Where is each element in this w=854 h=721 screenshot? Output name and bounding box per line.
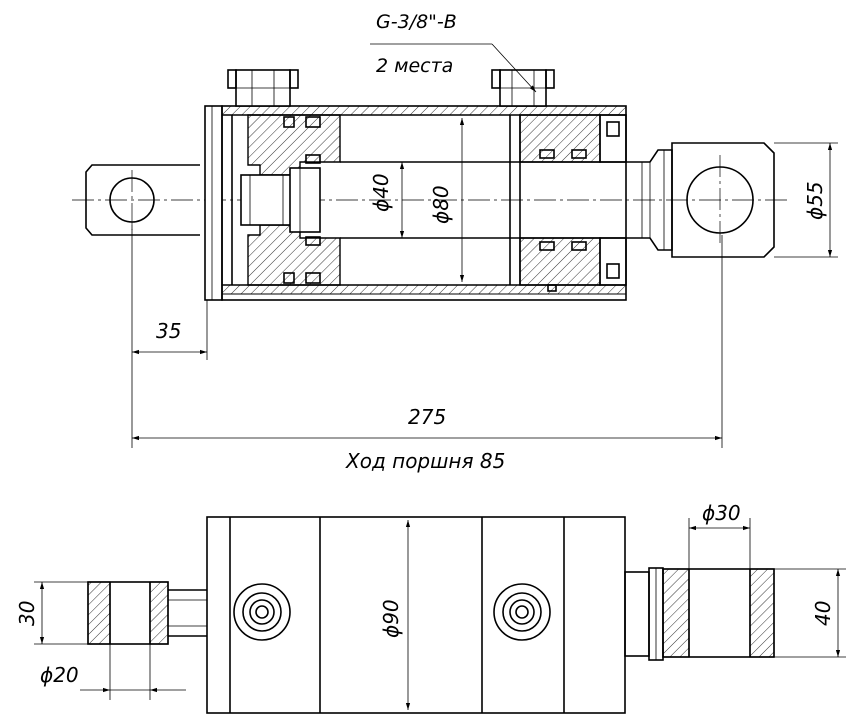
stroke-label: Ход поршня 85 [345,449,505,473]
dim-40: 40 [811,601,835,626]
places-label: 2 места [376,55,453,77]
front-section-view: ϕ40 ϕ80 ϕ55 G-3/8"-B 2 места 35 275 Ход … [72,11,838,473]
port-front [491,69,555,107]
rod-end-top [624,567,775,661]
dim-d20: ϕ20 [40,663,79,687]
dim-d40: ϕ40 [369,173,393,212]
thread-label: G-3/8"-B [376,11,457,33]
rod-gland [509,114,627,292]
port-circle-front [493,583,551,641]
barrel-wall-top [221,105,627,116]
piston [240,114,341,286]
dim-275: 275 [408,405,446,429]
rear-eye [85,164,200,236]
top-view: ϕ90 ϕ30 40 30 ϕ20 [15,501,846,714]
body-outline [206,516,626,714]
dim-d30: ϕ30 [702,501,741,525]
port-rear [227,69,299,107]
rod-eye [671,142,775,258]
rear-clevis [87,581,207,645]
barrel-wall-bottom [221,284,627,295]
dim-d90: ϕ90 [379,599,403,638]
dim-d80: ϕ80 [429,185,453,224]
dim-d55: ϕ55 [803,181,827,220]
port-circle-rear [233,583,291,641]
rear-cap [204,105,223,301]
dim-30: 30 [15,601,39,626]
dim-35: 35 [156,319,181,343]
